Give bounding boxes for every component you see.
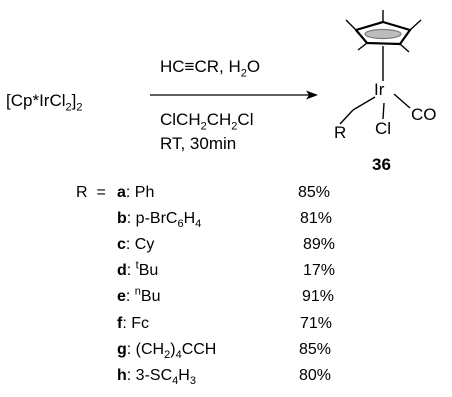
substituent-text-sup: n [134,285,141,298]
substituent-text-pre: : Ph [125,184,155,201]
substituent-row-d: d: tBu [117,259,159,281]
yield-b: 81% [300,210,333,227]
substituent-text-pre: : Fc [122,315,149,332]
substituent-letter: e [117,288,126,305]
substituent-letter: c [117,236,126,253]
product-structure [339,10,422,125]
substituent-letter: g [117,341,127,358]
substituent-letter: a [117,184,126,201]
substituent-letter: f [117,315,123,332]
substituent-text-post: Bu [138,262,159,279]
substituent-text-sup: t [135,259,139,272]
substituent-text-sub1: 2 [164,349,171,362]
reaction-arrow [150,90,318,100]
cp-aromatic-ellipse [364,28,402,40]
substituent-row-g: g: (CH2)4CCH [117,340,217,362]
yield-a: 85% [298,184,331,201]
substituent-text-sub1: 6 [177,218,184,231]
substituent-text-post: Bu [140,288,161,305]
cp-ring [354,20,412,46]
substituent-text-sub2: 3 [189,375,196,388]
substituent-text-pre: : 3-SC [126,367,173,384]
yield-f: 71% [300,315,333,332]
substituent-text-mid: H [178,367,190,384]
substituent-row-h: h: 3-SC4H3 [117,366,196,388]
yield-c: 89% [303,236,336,253]
solvent-condition: ClCH2CH2Cl [160,110,254,133]
substituent-letter: h [117,367,127,384]
substituent-row-c: c: Cy [117,235,154,255]
substituent-text-mid: H [183,210,196,227]
cl-ligand-label: Cl [375,119,392,138]
yield-d: 17% [303,262,336,279]
substituent-letter: b [117,210,127,227]
above-arrow-reagents: HC≡CR, H2O [160,57,261,80]
yield-h: 80% [299,367,332,384]
metal-label: Ir [374,80,385,99]
substituent-row-a: a: Ph [117,183,154,203]
substituent-text-sub1: 4 [172,375,179,388]
substituent-text-pre: : [126,262,136,279]
reagent-dimer: [Cp*IrCl2]2 [6,91,83,114]
co-ligand-label: CO [411,105,437,124]
r-equals-label: R = [76,184,106,201]
substituent-row-f: f: Fc [117,314,149,334]
yield-g: 85% [299,341,332,358]
substituent-text-mid: ) [170,341,176,358]
time-condition: RT, 30min [160,134,237,153]
substituent-text-post: CCH [181,341,217,358]
substituent-row-b: b: p-BrC6H4 [117,209,202,231]
r-group-label: R [334,123,347,142]
substituent-text-sub2: 4 [175,349,182,362]
substituent-text-pre: : p-BrC [126,210,178,227]
substituent-text-sub2: 4 [195,218,202,231]
compound-number: 36 [372,155,391,174]
substituent-row-e: e: nBu [117,285,161,307]
substituent-letter: d [117,262,127,279]
substituent-text-pre: : (CH [126,341,165,358]
substituent-text-pre: : [125,288,135,305]
yield-e: 91% [302,288,335,305]
substituent-text-pre: : Cy [125,236,155,253]
